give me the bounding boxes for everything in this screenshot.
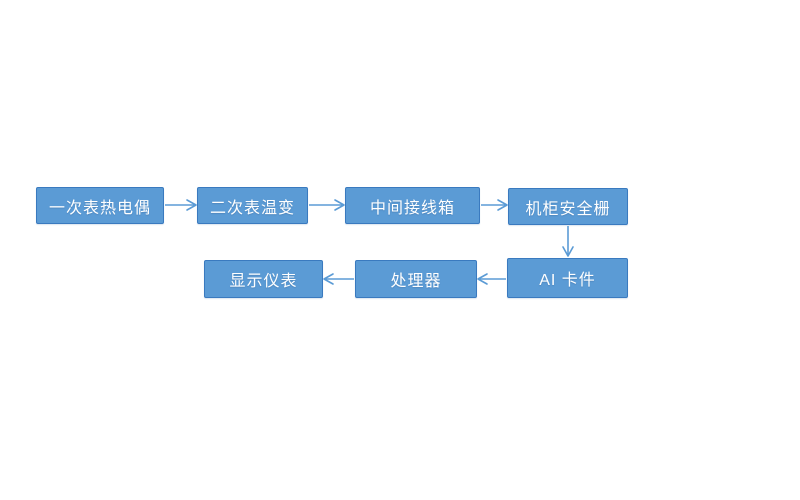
- flow-node-label: 处理器: [390, 273, 442, 290]
- flow-node-secondary-transmitter: 二次表温变: [197, 187, 308, 224]
- flow-node-label: 二次表温变: [209, 199, 295, 217]
- flow-node-junction-box: 中间接线箱: [345, 187, 480, 224]
- flow-node-safety-barrier: 机柜安全栅: [508, 188, 628, 225]
- flow-node-ai-card: AI 卡件: [507, 258, 628, 298]
- flow-node-label: 显示仪表: [229, 273, 298, 290]
- flow-node-display-instrument: 显示仪表: [204, 260, 323, 298]
- flow-node-primary-thermocouple: 一次表热电偶: [36, 187, 164, 224]
- flow-node-label: 一次表热电偶: [48, 199, 151, 217]
- flow-node-label: 机柜安全栅: [525, 200, 611, 218]
- flow-node-label: 中间接线箱: [369, 199, 455, 217]
- flow-node-label: AI 卡件: [539, 272, 596, 289]
- flow-node-processor: 处理器: [355, 260, 477, 298]
